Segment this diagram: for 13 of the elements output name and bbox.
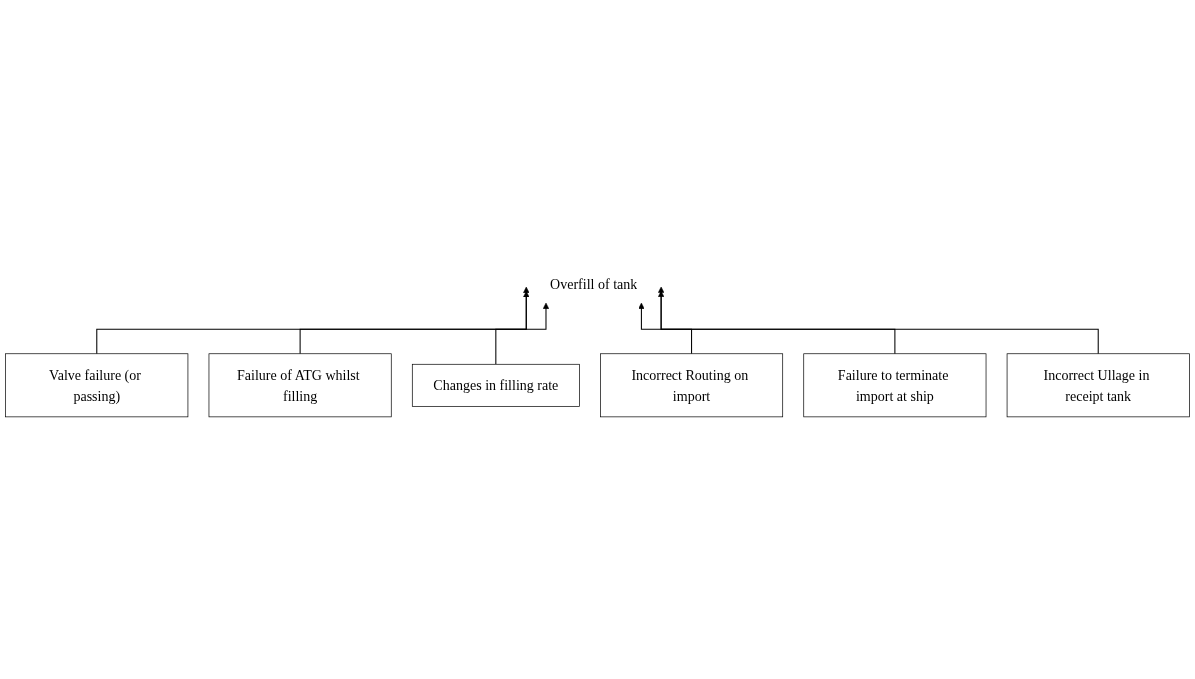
node-box: Incorrect Routing on import bbox=[600, 353, 784, 417]
node-box: Valve failure (or passing) bbox=[5, 353, 189, 417]
arrow bbox=[299, 290, 530, 355]
arrow bbox=[658, 286, 1099, 355]
node-text: Overfill of tank bbox=[550, 275, 638, 292]
node-box: Failure of ATG whilst filling bbox=[208, 353, 392, 417]
arrow bbox=[638, 302, 693, 355]
arrow bbox=[658, 290, 896, 355]
arrow bbox=[96, 286, 530, 355]
node-box: Failure to terminate import at ship bbox=[803, 353, 987, 417]
node-box: Incorrect Ullage in receipt tank bbox=[1006, 353, 1190, 417]
arrow bbox=[495, 302, 550, 365]
node-box: Changes in filling rate bbox=[411, 363, 580, 407]
